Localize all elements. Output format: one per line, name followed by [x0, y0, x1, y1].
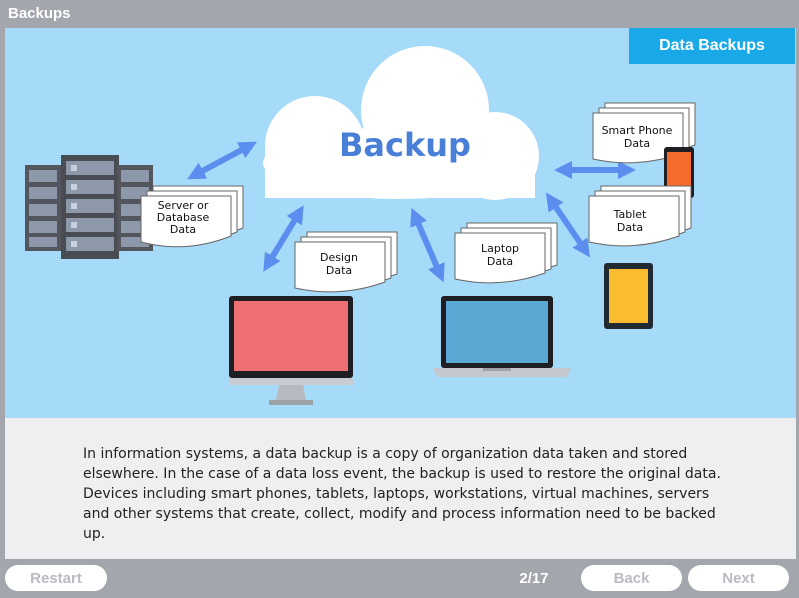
tablet-page-line-2: Data	[617, 221, 643, 234]
backup-diagram: Backup Server or Database Data Design Da…	[25, 46, 696, 405]
smartphone-page-line-2: Data	[624, 137, 650, 150]
description-panel: In information systems, a data backup is…	[5, 418, 796, 559]
arrow-tablet-cloud	[545, 192, 591, 258]
cloud-label: Backup	[339, 126, 471, 164]
section-title-badge: Data Backups	[629, 28, 795, 64]
arrow-server-cloud	[187, 141, 257, 180]
design-page-line-1: Design	[320, 251, 358, 264]
server-rack-icon	[25, 155, 153, 259]
tablet-data-pages: Tablet Data	[588, 185, 692, 247]
cloud-icon	[263, 46, 539, 200]
page-counter: 2/17	[519, 570, 549, 587]
tablet-page-line-1: Tablet	[613, 208, 647, 221]
server-page-line-1: Server or	[158, 199, 209, 212]
laptop-icon	[433, 296, 571, 377]
arrow-desktop-cloud	[263, 205, 304, 272]
illustration-area: Backup Server or Database Data Design Da…	[5, 28, 796, 418]
navigation-footer: Restart 2/17 Back Next	[0, 559, 799, 598]
smartphone-data-pages: Smart Phone Data	[592, 102, 696, 164]
design-data-pages: Design Data	[294, 231, 398, 293]
smartphone-page-line-1: Smart Phone	[602, 124, 673, 137]
sync-arrows	[187, 141, 636, 283]
design-page-line-2: Data	[326, 264, 352, 277]
laptop-data-pages: Laptop Data	[454, 222, 558, 284]
arrow-laptop-cloud	[410, 207, 445, 283]
tablet-icon	[604, 263, 653, 329]
window-title: Backups	[8, 5, 71, 22]
description-text: In information systems, a data backup is…	[83, 446, 721, 542]
desktop-monitor-icon	[229, 296, 353, 405]
server-page-line-2: Database	[157, 211, 210, 224]
back-button[interactable]: Back	[581, 565, 682, 591]
laptop-page-line-1: Laptop	[481, 242, 519, 255]
laptop-page-line-2: Data	[487, 255, 513, 268]
restart-button[interactable]: Restart	[5, 565, 107, 591]
server-data-pages: Server or Database Data	[140, 185, 244, 248]
server-page-line-3: Data	[170, 223, 196, 236]
next-button[interactable]: Next	[688, 565, 789, 591]
